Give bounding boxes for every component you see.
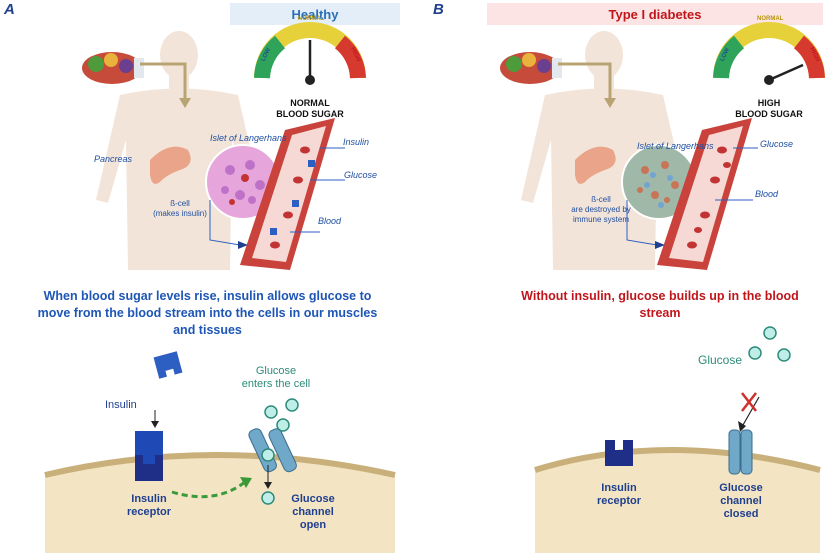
vessel-cells	[270, 146, 315, 249]
channel-label-line3: open	[300, 519, 327, 531]
receptor-label-line2: receptor	[127, 506, 172, 518]
channel-label-line1: Glucose	[719, 482, 762, 494]
panel-b-summary: Without insulin, glucose builds up in th…	[521, 289, 799, 320]
channel-label-line1: Glucose	[291, 493, 334, 505]
islet-label: Islet of Langerhans	[210, 133, 287, 143]
gauge-needle	[768, 63, 804, 82]
blocked-x-icon	[741, 392, 757, 412]
gauge-status-line2: BLOOD SUGAR	[276, 109, 344, 119]
islet-label: Islet of Langerhans	[637, 141, 714, 151]
gauge-status-line1: HIGH	[758, 98, 781, 108]
receptor-label-line2: receptor	[597, 495, 642, 507]
insulin-bottom-label: Insulin	[105, 399, 137, 411]
blood-sugar-gauge: LOW NORMAL HIGH NORMAL BLOOD SUGAR	[254, 16, 366, 119]
body-silhouette	[96, 31, 262, 270]
insulin-receptor	[135, 431, 163, 481]
panel-b-illustration: LOW NORMAL HIGH HIGH BLOOD SUGAR Islet o…	[500, 16, 825, 553]
food-icon	[82, 52, 144, 84]
food-arrow	[140, 62, 187, 100]
receptor-label-line1: Insulin	[601, 482, 637, 494]
receptor-label-line1: Insulin	[131, 493, 167, 505]
insulin-molecule	[153, 351, 183, 379]
beta-cell-label-line2: are destroyed by	[571, 205, 631, 214]
glucose-bottom-label: Glucose	[698, 353, 742, 367]
panel-a-illustration: LOW NORMAL HIGH NORMAL BLOOD SUGAR Pancr…	[44, 16, 396, 553]
insulin-receptor	[605, 440, 633, 466]
pancreas-shape	[575, 146, 616, 184]
blood-label: Blood	[755, 189, 779, 199]
panel-a-title: Healthy	[230, 3, 400, 25]
beta-cell-label-line1: ß-cell	[170, 199, 190, 208]
beta-cell-label-line2: (makes insulin)	[153, 209, 207, 218]
gauge-low-label: LOW	[720, 47, 731, 63]
vessel-cells	[687, 146, 731, 249]
glucose-channel-closed	[728, 429, 753, 475]
food-icon	[500, 52, 562, 84]
glucose-enters-line2: enters the cell	[242, 378, 310, 390]
panel-b-title: Type I diabetes	[487, 3, 823, 25]
glucose-label: Glucose	[344, 170, 377, 180]
insulin-label: Insulin	[343, 137, 369, 147]
channel-label-line2: channel	[720, 495, 762, 507]
food-arrow	[558, 62, 612, 100]
glucose-molecules	[261, 398, 299, 505]
panel-a-letter: A	[4, 1, 15, 18]
gauge-normal-label: NORMAL	[298, 16, 325, 22]
beta-cell-label-line3: immune system	[573, 215, 629, 224]
gauge-status-line1: NORMAL	[290, 98, 330, 108]
channel-label-line2: channel	[292, 506, 334, 518]
blood-sugar-gauge: LOW NORMAL HIGH HIGH BLOOD SUGAR	[713, 16, 825, 119]
glucose-enters-line1: Glucose	[256, 365, 296, 377]
gauge-high-label: HIGH	[808, 46, 820, 62]
gauge-normal-label: NORMAL	[757, 16, 784, 22]
cell-membrane	[45, 455, 395, 553]
gauge-high-label: HIGH	[349, 46, 361, 62]
cell-membrane	[535, 450, 820, 553]
glucose-label: Glucose	[760, 139, 793, 149]
pancreas-label: Pancreas	[94, 154, 133, 164]
beta-cell-label-line1: ß-cell	[591, 195, 611, 204]
pancreas-shape	[150, 146, 191, 184]
glucose-molecules	[748, 326, 791, 362]
signal-arrow	[171, 480, 246, 499]
channel-label-line3: closed	[724, 508, 759, 520]
gauge-low-label: LOW	[261, 47, 272, 63]
blood-label: Blood	[318, 216, 342, 226]
panel-a-summary: When blood sugar levels rise, insulin al…	[37, 289, 378, 337]
panel-b-letter: B	[433, 1, 444, 18]
gauge-status-line2: BLOOD SUGAR	[735, 109, 803, 119]
